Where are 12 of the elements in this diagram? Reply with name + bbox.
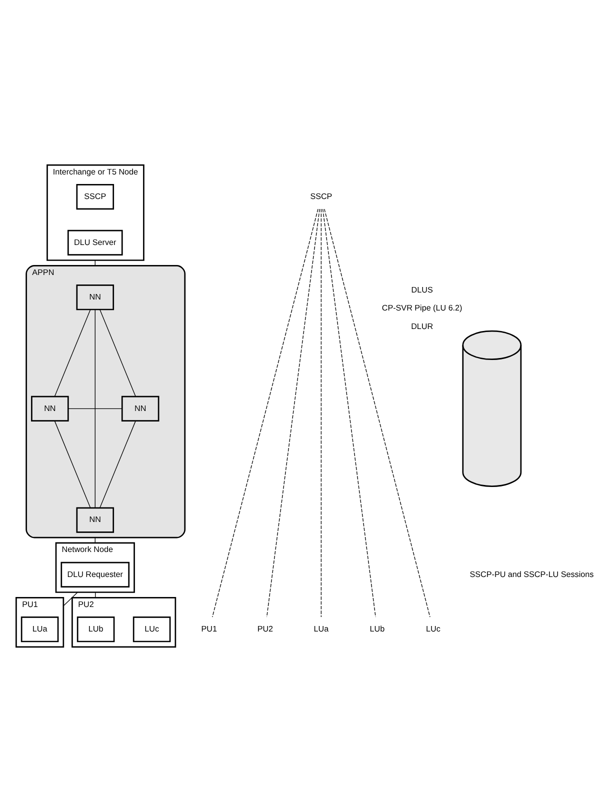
connector bbox=[212, 208, 318, 618]
connector bbox=[100, 420, 136, 508]
connector bbox=[54, 309, 91, 397]
connector bbox=[266, 208, 320, 618]
connector bbox=[63, 592, 78, 606]
connector bbox=[320, 208, 322, 618]
connector bbox=[100, 309, 136, 397]
connector bbox=[54, 420, 91, 508]
connector bbox=[68, 408, 122, 410]
connector bbox=[94, 309, 96, 508]
connector bbox=[322, 208, 376, 618]
connector bbox=[324, 208, 430, 618]
